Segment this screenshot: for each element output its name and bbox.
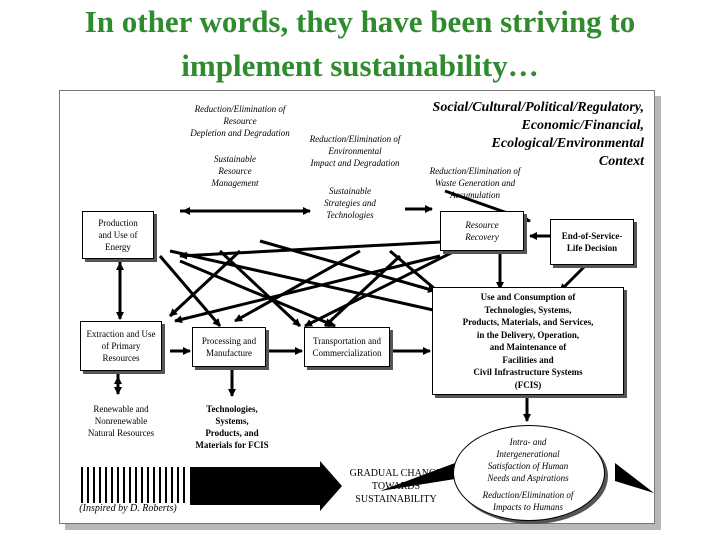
label-technologies-fcis: Technologies, Systems, Products, and Mat… <box>195 404 269 450</box>
context-label: Social/Cultural/Political/Regulatory, Ec… <box>432 100 644 169</box>
label-resource-depletion: Reduction/Elimination of Resource Deplet… <box>190 104 290 138</box>
label-intra-inter: Intra- and Intergenerational Satisfactio… <box>487 437 569 483</box>
box-end-of-service: End-of-Service- Life Decision <box>550 219 634 265</box>
label-waste-generation: Reduction/Elimination of Waste Generatio… <box>429 166 521 200</box>
label-renewable: Renewable and Nonrenewable Natural Resou… <box>87 404 155 438</box>
label-sustainable-strategies: Sustainable Strategies and Technologies <box>324 186 376 220</box>
label-gradual-change: GRADUAL CHANGE TOWARDS SUSTAINABILITY <box>349 468 443 505</box>
box-extraction: Extraction and Use of Primary Resources <box>80 321 162 371</box>
wedge-left <box>380 463 455 491</box>
wedge-right <box>615 463 654 493</box>
box-resource-recovery: Resource Recovery <box>440 211 524 251</box>
box-production-energy: Production and Use of Energy <box>82 211 154 259</box>
title-line-1: In other words, they have been striving … <box>84 4 636 39</box>
label-env-impact: Reduction/Elimination of Environmental I… <box>309 134 401 168</box>
title-line-2: implement sustainability… <box>181 48 539 83</box>
label-impacts-humans: Reduction/Elimination of Impacts to Huma… <box>482 490 574 512</box>
box-transportation: Transportation and Commercialization <box>304 327 390 367</box>
gradual-change-bars <box>78 461 342 511</box>
connector-lines <box>78 189 654 511</box>
box-processing: Processing and Manufacture <box>192 327 266 367</box>
label-inspired: (Inspired by D. Roberts) <box>66 503 190 515</box>
diagram-panel: Social/Cultural/Political/Regulatory, Ec… <box>59 90 655 524</box>
label-sustainable-resource-management: Sustainable Resource Management <box>211 154 259 188</box>
box-use-consumption: Use and Consumption of Technologies, Sys… <box>432 287 624 395</box>
oval-human-needs <box>453 425 605 521</box>
